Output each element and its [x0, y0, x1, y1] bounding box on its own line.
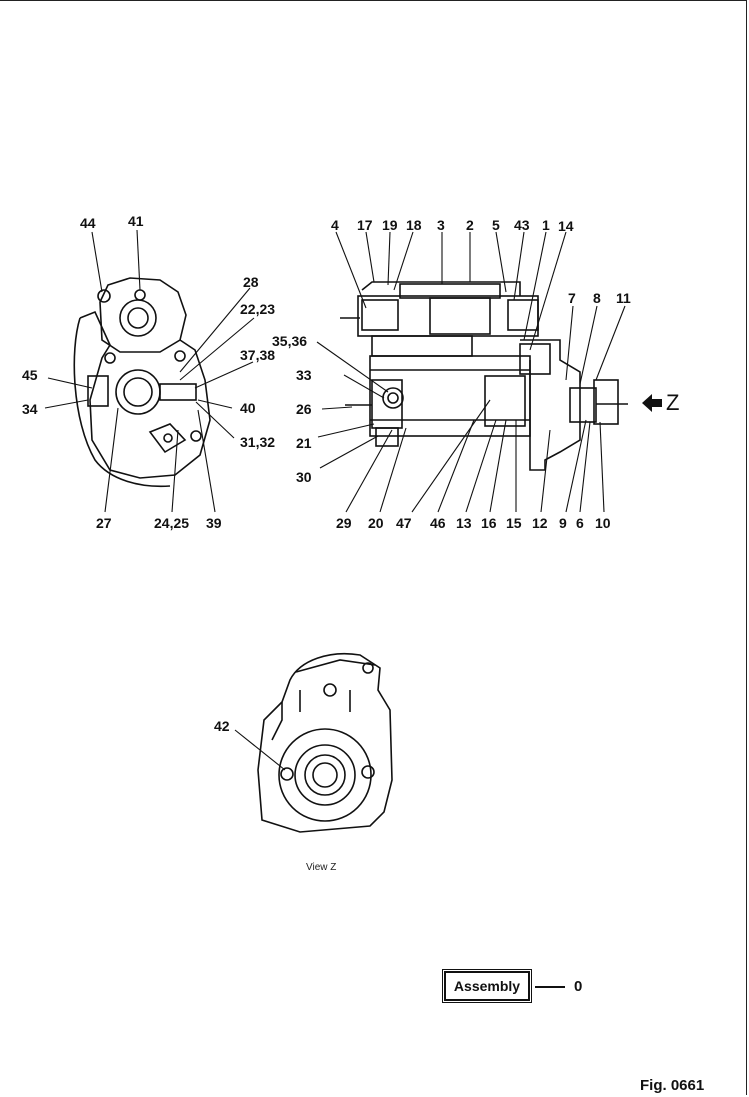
callout-1: 1: [542, 217, 550, 233]
callout-9: 9: [559, 515, 567, 531]
callout-19: 19: [382, 217, 398, 233]
figure-label: Fig. 0661: [640, 1077, 705, 1094]
assembly-number: 0: [574, 978, 583, 995]
callout-24-25: 24,25: [154, 515, 189, 531]
callout-7: 7: [568, 290, 576, 306]
callout-42: 42: [214, 718, 230, 734]
callout-35-36: 35,36: [272, 333, 307, 349]
callout-5: 5: [492, 217, 500, 233]
callout-16: 16: [481, 515, 497, 531]
assembly-connector: [535, 986, 565, 988]
callout-13: 13: [456, 515, 472, 531]
callout-11: 11: [616, 290, 631, 306]
callout-37-38: 37,38: [240, 347, 275, 363]
callout-18: 18: [406, 217, 422, 233]
view-z-label: View Z: [306, 862, 336, 873]
callout-21: 21: [296, 435, 312, 451]
callout-27: 27: [96, 515, 112, 531]
callout-6: 6: [576, 515, 584, 531]
callout-15: 15: [506, 515, 522, 531]
callout-3: 3: [437, 217, 445, 233]
callout-28: 28: [243, 274, 259, 290]
view-z-drawing: [257, 652, 393, 833]
callout-12: 12: [532, 515, 548, 531]
callout-29: 29: [336, 515, 352, 531]
callout-47: 47: [396, 515, 412, 531]
callout-46: 46: [430, 515, 446, 531]
leader-lines: [44, 229, 626, 771]
callout-10: 10: [595, 515, 611, 531]
callout-45: 45: [22, 367, 38, 383]
callout-4: 4: [331, 217, 339, 233]
callout-31-32: 31,32: [240, 434, 275, 450]
callout-17: 17: [357, 217, 373, 233]
callout-41: 41: [128, 213, 144, 229]
view-z-arrow: [642, 394, 662, 412]
callout-20: 20: [368, 515, 384, 531]
callout-30: 30: [296, 469, 312, 485]
callout-34: 34: [22, 401, 38, 417]
starter-side-view: [340, 281, 628, 471]
callout-43: 43: [514, 217, 530, 233]
callout-2: 2: [466, 217, 474, 233]
callout-26: 26: [296, 401, 312, 417]
callout-40: 40: [240, 400, 256, 416]
assembly-button[interactable]: Assembly: [442, 969, 532, 1003]
callout-14: 14: [558, 218, 574, 234]
callout-22-23: 22,23: [240, 301, 275, 317]
callout-33: 33: [296, 367, 312, 383]
starter-end-view: [73, 277, 211, 488]
callout-44: 44: [80, 215, 96, 231]
callout-39: 39: [206, 515, 222, 531]
z-marker-label: Z: [666, 390, 680, 415]
callout-8: 8: [593, 290, 601, 306]
